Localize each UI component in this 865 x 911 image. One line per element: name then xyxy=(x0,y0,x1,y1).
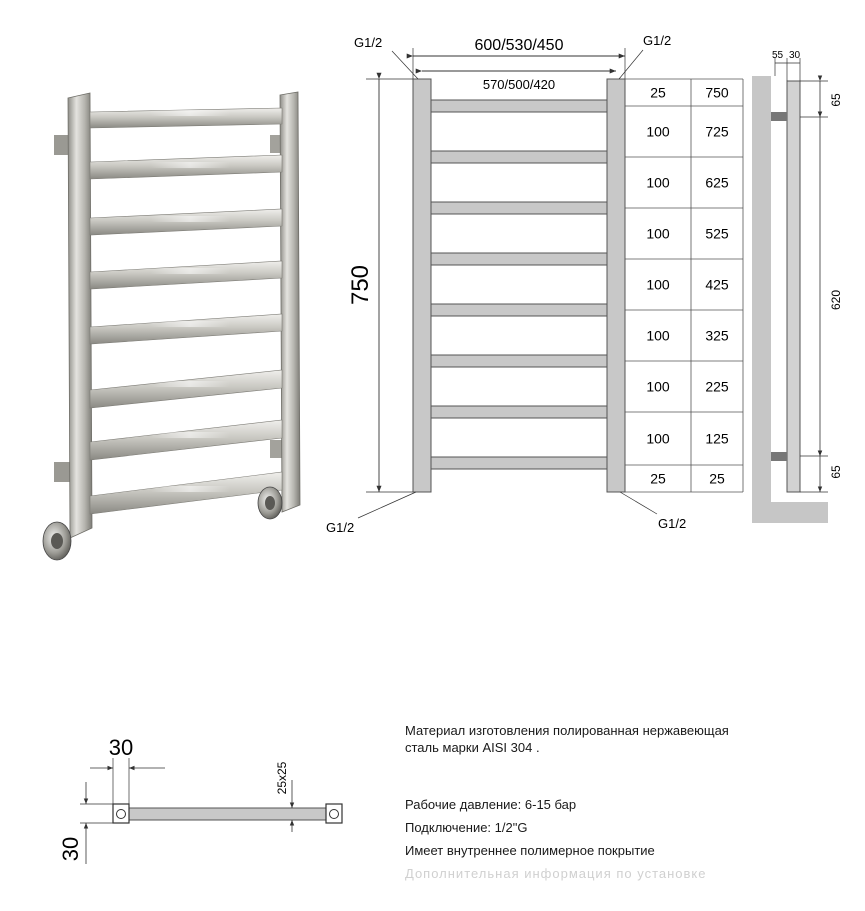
rung-highlight xyxy=(150,321,230,327)
wall-bracket xyxy=(54,462,70,482)
rung xyxy=(89,471,283,515)
side-bracket-bottom xyxy=(771,452,787,461)
front-rung xyxy=(430,150,608,164)
rung xyxy=(89,369,283,409)
rung-highlight xyxy=(150,216,230,222)
front-rung xyxy=(430,252,608,266)
rung-highlight xyxy=(150,432,230,438)
section-width-label: 30 xyxy=(109,735,133,760)
section-bar xyxy=(127,807,328,821)
height-cell: 325 xyxy=(705,328,729,344)
rung-highlight xyxy=(150,381,230,387)
spacing-cell: 100 xyxy=(646,431,670,447)
rung-highlight xyxy=(150,486,230,492)
bar-profile-label: 25x25 xyxy=(275,761,289,794)
height-cell: 750 xyxy=(705,85,729,101)
cross-section-drawing: 30 30 25x25 xyxy=(58,735,343,864)
height-cell: 625 xyxy=(705,175,729,191)
leader-line xyxy=(357,491,417,519)
depth-label-b: 30 xyxy=(789,50,801,61)
spacing-cell: 100 xyxy=(646,124,670,140)
cut-off-line: Дополнительная информация по установке xyxy=(405,866,707,881)
leader-line xyxy=(391,50,419,80)
left-vertical-rail xyxy=(67,92,93,539)
rung-highlight xyxy=(150,162,230,168)
pressure-value: 6-15 бар xyxy=(524,797,577,812)
spacing-cell: 100 xyxy=(646,226,670,242)
height-cell: 25 xyxy=(709,471,725,487)
mount-distance-label: 620 xyxy=(829,290,843,310)
top-offset-label: 65 xyxy=(829,93,843,107)
horizontal-bars xyxy=(89,107,283,515)
spacing-cell: 100 xyxy=(646,379,670,395)
fitting-hole xyxy=(51,533,63,549)
pressure-label: Рабочие давление: xyxy=(405,797,522,812)
depth-label-a: 55 xyxy=(772,50,784,61)
wall-bracket xyxy=(54,135,70,155)
front-rungs xyxy=(430,99,608,470)
total-height-label: 750 xyxy=(347,265,374,305)
thread-label-top-left: G1/2 xyxy=(354,35,382,50)
rung-highlight xyxy=(150,110,230,116)
overall-width-label: 600/530/450 xyxy=(475,37,564,54)
height-cell: 725 xyxy=(705,124,729,140)
leader-line xyxy=(618,49,644,80)
front-rung xyxy=(430,201,608,215)
height-cell: 525 xyxy=(705,226,729,242)
height-cell: 125 xyxy=(705,431,729,447)
rung-highlight xyxy=(150,268,230,274)
pressure-line: Рабочие давление: 6-15 бар xyxy=(405,796,845,813)
height-cell: 225 xyxy=(705,379,729,395)
section-right-bore xyxy=(329,809,339,819)
section-height-label: 30 xyxy=(58,837,83,861)
rung xyxy=(89,313,283,345)
thread-label-bottom-right: G1/2 xyxy=(658,516,686,531)
leader-line xyxy=(619,491,658,515)
fitting-hole xyxy=(265,496,275,510)
rung xyxy=(89,419,283,461)
side-view-drawing: 55 30 65 620 65 xyxy=(752,50,843,523)
side-upright xyxy=(786,80,801,493)
front-rung xyxy=(430,303,608,317)
thread-label-bottom-left: G1/2 xyxy=(326,520,354,535)
rung xyxy=(89,107,283,129)
wall-section xyxy=(752,76,828,523)
spacing-table: 25 750 100 725 100 625 100 525 100 425 100 325 100 22… xyxy=(624,78,744,493)
wall-bracket xyxy=(270,440,284,458)
front-left-upright xyxy=(412,78,432,493)
material-line-2: сталь марки AISI 304 . xyxy=(405,740,540,755)
spacing-cell: 100 xyxy=(646,175,670,191)
spacing-cell: 100 xyxy=(646,328,670,344)
thread-label-top-right: G1/2 xyxy=(643,33,671,48)
height-cell: 425 xyxy=(705,277,729,293)
front-rung xyxy=(430,354,608,368)
front-rung xyxy=(430,99,608,113)
bottom-offset-label: 65 xyxy=(829,465,843,479)
center-distance-label: 570/500/420 xyxy=(483,77,555,92)
front-rung xyxy=(430,456,608,470)
rung xyxy=(89,260,283,290)
material-line-1: Материал изготовления полированная нержа… xyxy=(405,723,729,738)
towel-rail-photo xyxy=(42,91,301,561)
spacing-cell: 25 xyxy=(650,85,666,101)
spacing-cell: 100 xyxy=(646,277,670,293)
front-rung xyxy=(430,405,608,419)
connection-line: Подключение: 1/2"G xyxy=(405,820,528,835)
right-vertical-rail xyxy=(279,91,301,513)
spacing-cell: 25 xyxy=(650,471,666,487)
coating-line: Имеет внутреннее полимерное покрытие xyxy=(405,843,655,858)
section-left-bore xyxy=(116,809,126,819)
side-bracket-top xyxy=(771,112,787,121)
product-specifications: Материал изготовления полированная нержа… xyxy=(405,722,845,882)
front-right-upright xyxy=(606,78,626,493)
front-elevation-drawing: 600/530/450 570/500/420 G1/2 G1/2 G1/2 G… xyxy=(326,33,744,535)
